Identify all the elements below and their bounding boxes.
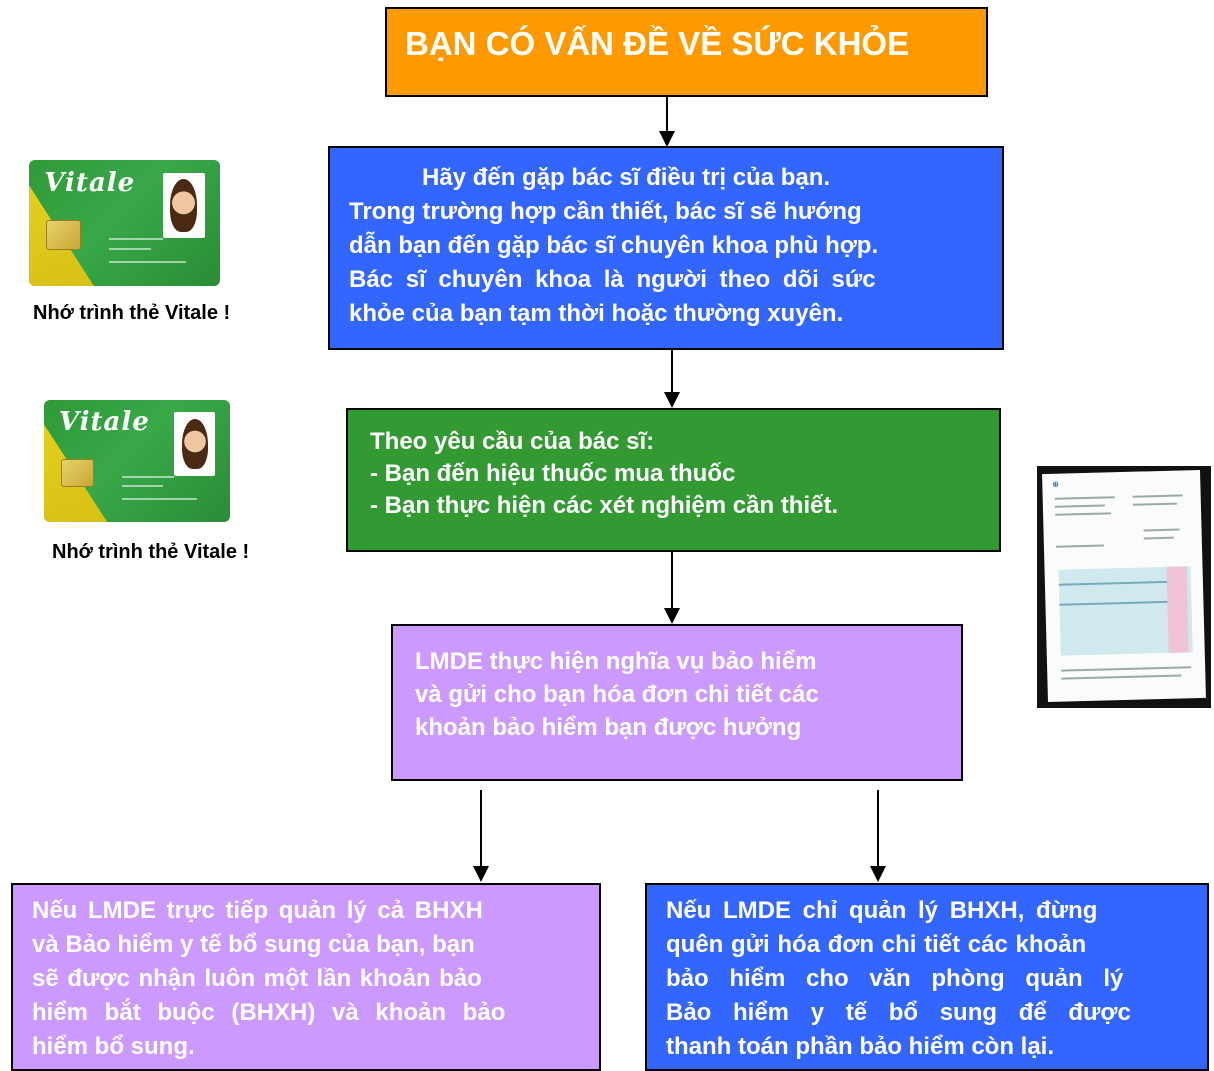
right-result-line: thanh toán phần bảo hiểm còn lại. (666, 1033, 1055, 1060)
left-result-box: Nếu LMDE trực tiếp quản lý cả BHXH và Bả… (11, 883, 601, 1071)
title-box: BẠN CÓ VẤN ĐỀ VỀ SỨC KHỎE (385, 7, 988, 97)
left-result-line: sẽ được nhận luôn một lần khoản bảo (32, 965, 482, 992)
vitale-card-image: Vitale (44, 400, 230, 522)
arrow-step2-to-step3 (664, 552, 680, 624)
vitale-card-brand: Vitale (58, 407, 150, 438)
step2-line: - Bạn đến hiệu thuốc mua thuốc (370, 460, 736, 487)
step1-line: Bác sĩ chuyên khoa là người theo dõi sức (349, 266, 876, 293)
right-result-box: Nếu LMDE chỉ quản lý BHXH, đừng quên gửi… (645, 883, 1209, 1071)
title-text: BẠN CÓ VẤN ĐỀ VỀ SỨC KHỎE (405, 25, 910, 62)
arrow-step3-to-left (473, 790, 489, 882)
left-result-line: và Bảo hiểm y tế bổ sung của bạn, bạn (32, 931, 475, 958)
vitale-card-image: Vitale (29, 160, 220, 286)
vitale-reminder-2: Nhớ trình thẻ Vitale ! (52, 541, 250, 563)
step1-line: dẫn bạn đến gặp bác sĩ chuyên khoa phù h… (349, 232, 879, 259)
right-result-line: Bảo hiểm y tế bổ sung để được (666, 999, 1131, 1026)
arrow-step3-to-right (870, 790, 886, 882)
right-result-line: quên gửi hóa đơn chi tiết các khoản (666, 931, 1087, 958)
step1-line: Trong trường hợp cần thiết, bác sĩ sẽ hư… (349, 198, 862, 225)
card-photo-icon (174, 412, 216, 476)
step3-line: LMDE thực hiện nghĩa vụ bảo hiểm (415, 648, 817, 675)
step2-line: Theo yêu cầu của bác sĩ: (370, 428, 655, 455)
step2-box: Theo yêu cầu của bác sĩ: - Bạn đến hiệu … (346, 408, 1001, 552)
step1-box: Hãy đến gặp bác sĩ điều trị của bạn. Tro… (328, 146, 1004, 350)
vitale-reminder-1: Nhớ trình thẻ Vitale ! (33, 302, 231, 324)
invoice-logo-icon: ⊕ (1052, 479, 1060, 489)
card-chip-icon (60, 458, 95, 488)
card-photo-icon (162, 172, 205, 239)
left-result-line: hiểm bắt buộc (BHXH) và khoản bảo (32, 999, 506, 1026)
vitale-card-brand: Vitale (44, 167, 136, 198)
step3-line: khoản bảo hiểm bạn được hưởng (415, 714, 802, 741)
card-chip-icon (46, 220, 81, 251)
left-result-line: hiểm bổ sung. (32, 1033, 195, 1060)
step3-line: và gửi cho bạn hóa đơn chi tiết các (415, 681, 819, 708)
right-result-line: bảo hiểm cho văn phòng quản lý (666, 965, 1124, 992)
step2-line: - Bạn thực hiện các xét nghiệm cần thiết… (370, 492, 839, 519)
left-result-line: Nếu LMDE trực tiếp quản lý cả BHXH (32, 897, 483, 924)
step3-box: LMDE thực hiện nghĩa vụ bảo hiểm và gửi … (391, 624, 963, 781)
step1-line: Hãy đến gặp bác sĩ điều trị của bạn. (422, 164, 831, 191)
step1-line: khỏe của bạn tạm thời hoặc thường xuyên. (349, 300, 844, 327)
right-result-line: Nếu LMDE chỉ quản lý BHXH, đừng (666, 897, 1098, 924)
arrow-step1-to-step2 (664, 350, 680, 408)
arrow-title-to-step1 (659, 97, 675, 147)
invoice-document-image: ⊕ (1037, 466, 1211, 708)
